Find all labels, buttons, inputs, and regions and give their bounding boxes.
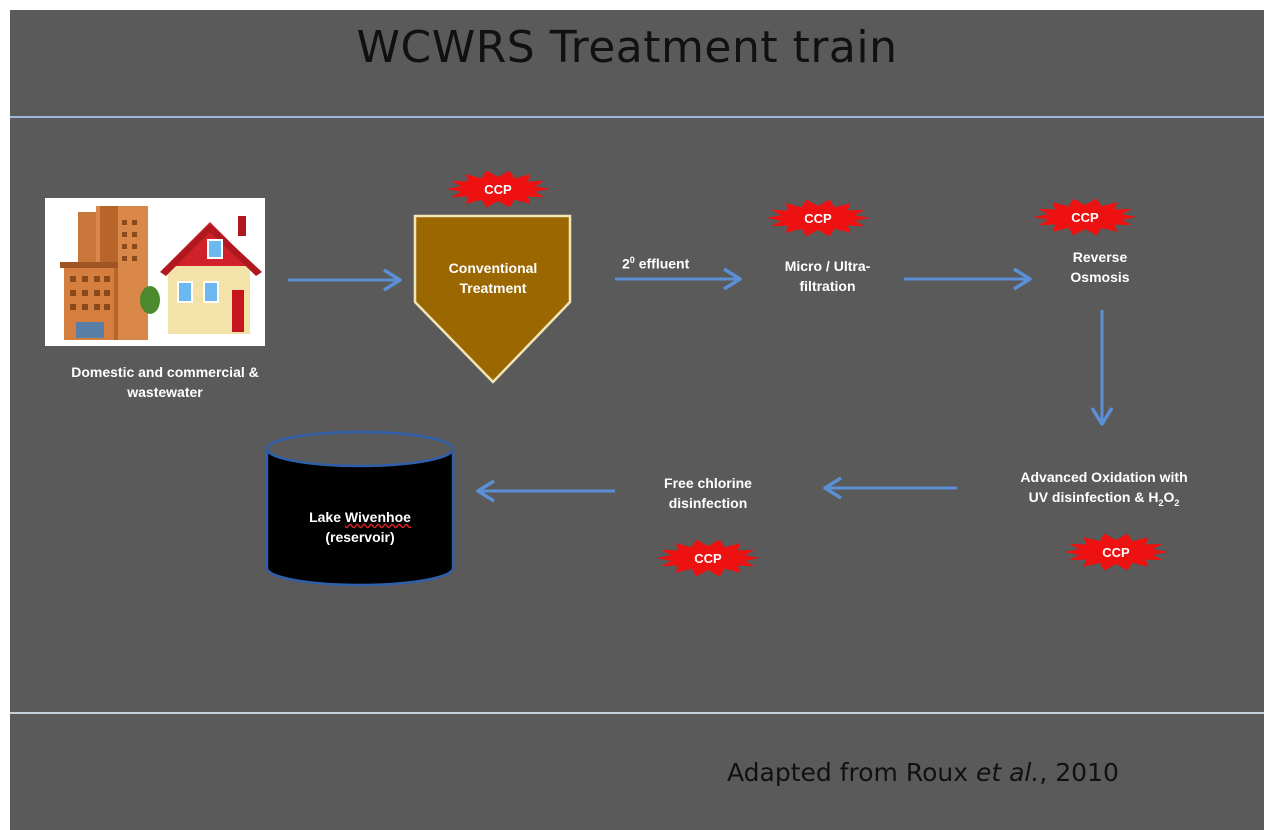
reverse-osmosis-label: Reverse Osmosis xyxy=(1070,249,1130,285)
ccp-badge-chlorine: CCP xyxy=(656,539,760,577)
ccp-badge-micro: CCP xyxy=(766,199,870,237)
buildings-illustration xyxy=(45,198,265,346)
ccp-badge-ro: CCP xyxy=(1033,198,1137,236)
page-title: WCWRS Treatment train xyxy=(356,22,898,73)
slide-background xyxy=(10,10,1264,830)
advanced-oxidation-line1: Advanced Oxidation with xyxy=(1020,469,1188,485)
conventional-treatment-tank xyxy=(413,214,572,384)
ccp-badge-aop: CCP xyxy=(1064,533,1168,571)
free-chlorine-label: Free chlorine disinfection xyxy=(664,475,752,511)
ccp-star-shape xyxy=(1033,198,1137,236)
ccp-star-shape xyxy=(446,170,550,208)
diagram-panel xyxy=(10,116,1264,714)
reservoir-label: Lake Wivenhoe (reservoir) xyxy=(309,509,411,545)
advanced-oxidation-line2: UV disinfection & H2O2 xyxy=(1028,489,1180,508)
effluent-label: 20 effluent xyxy=(622,255,690,272)
ccp-label: CCP xyxy=(1102,545,1130,560)
ccp-star-shape xyxy=(656,539,760,577)
ccp-star-shape xyxy=(766,199,870,237)
conventional-treatment-label: Conventional Treatment xyxy=(448,260,538,296)
citation: Adapted from Roux et al., 2010 xyxy=(727,758,1119,787)
ccp-label: CCP xyxy=(484,182,512,197)
ccp-badge-conventional: CCP xyxy=(446,170,550,208)
ccp-label: CCP xyxy=(804,211,832,226)
ccp-star-shape xyxy=(1064,533,1168,571)
ccp-label: CCP xyxy=(1071,210,1099,225)
micro-ultrafiltration-label: Micro / Ultra-filtration xyxy=(784,258,871,294)
reservoir-cylinder xyxy=(265,430,455,587)
advanced-oxidation-label: Advanced Oxidation with UV disinfection … xyxy=(993,467,1215,513)
source-label: Domestic and commercial & wastewater xyxy=(71,364,259,400)
ccp-label: CCP xyxy=(694,551,722,566)
